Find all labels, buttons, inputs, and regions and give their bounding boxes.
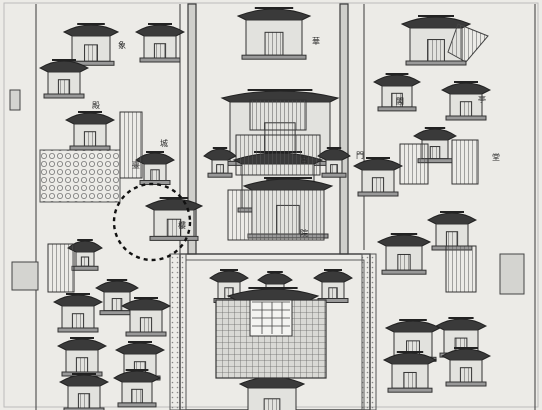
pavilion-building [372,73,422,112]
central-hall [227,99,325,241]
pavilion-building [112,369,162,408]
handwritten-label: 亭 [478,94,486,104]
handwritten-label: 象 [118,40,126,50]
pavilion-building [144,197,204,241]
pavilion-building [38,59,90,99]
main-throne-hall [215,299,327,379]
pavilion-building [238,375,306,410]
pavilion-building [135,151,175,185]
handwritten-label: 堂 [492,152,500,162]
pavilion-building [52,293,104,333]
handwritten-labels: 象 華城 閣 殿宮 門樓 亭堂院 臺 [92,36,500,238]
handwritten-label: 門 [356,151,364,160]
pavilion-building [440,347,492,387]
handwritten-label: 樓 [178,220,186,230]
handwritten-label: 宮 [300,154,308,164]
pavilion-building [58,373,110,410]
handwritten-label: 閣 [396,97,404,106]
pavilion-building [203,147,237,178]
pavilion-building [413,127,457,164]
pavilion-building [236,7,312,60]
pavilion-building [134,23,186,63]
handwritten-label: 城 [160,139,168,148]
pavilion-building [376,233,432,275]
gate-ramps [9,23,525,295]
handwritten-label: 臺 [132,160,140,170]
handwritten-label: 殿 [92,101,100,110]
handwritten-label: 華 [312,36,320,46]
pavilion-building [352,157,404,197]
pavilion-building [95,279,139,316]
handwritten-label: 院 [300,228,308,238]
pavilion-building [440,81,492,121]
lower-court-hedge-left [169,253,187,410]
pavilion-building [120,297,172,337]
pavilion-building [64,111,116,151]
pavilion-building [62,23,120,66]
pavilion-building [317,147,351,178]
side-towers [47,111,479,293]
pavilion-building [67,239,103,271]
rock-garden [39,149,121,203]
pavilion-building [313,269,353,303]
pavilion-building [382,351,438,393]
lower-court-hedge-right [361,253,377,410]
highlight-dashed-circle [112,182,192,262]
